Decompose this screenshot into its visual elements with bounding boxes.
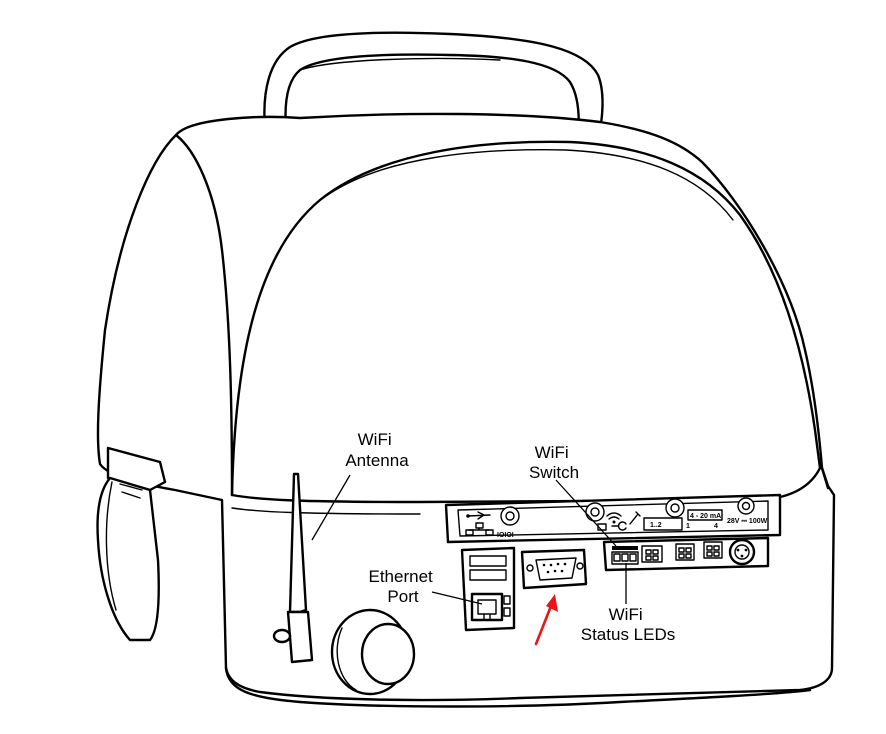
- arrow-icon: [597, 521, 627, 531]
- power-marking: 28V ⎓ 100W: [727, 518, 768, 525]
- channel-marking: 1..2: [650, 522, 662, 529]
- network-icon: [465, 522, 494, 536]
- wifi-antenna-part: [272, 472, 314, 664]
- channel-4-marking: 4: [714, 523, 718, 530]
- antenna-leader: [311, 474, 351, 541]
- ethernet-port-part: [460, 546, 516, 632]
- connector-panel: IOIOI 4 - 20 mA 1..2 1 4 28V ⎓ 100W: [444, 493, 782, 544]
- current-range-marking: 4 - 20 mA: [690, 513, 721, 520]
- wifi-switch-label: WiFi Switch: [529, 443, 579, 482]
- wifi-icon: [606, 512, 622, 524]
- ethernet-port-label: Ethernet Port: [369, 567, 438, 606]
- wifi-status-leds-label: WiFi Status LEDs: [581, 605, 676, 644]
- ethernet-leader: [431, 591, 483, 605]
- wifi-antenna-label: WiFi Antenna: [345, 430, 409, 470]
- wrench-icon: [629, 511, 641, 525]
- usb-icon: [466, 511, 491, 520]
- round-knob: [330, 608, 416, 696]
- io-connectors: [602, 536, 770, 572]
- serial-marking: IOIOI: [497, 532, 514, 539]
- red-arrow: [534, 594, 558, 646]
- channel-1-marking: 1: [686, 523, 690, 530]
- serial-port-part: [520, 548, 588, 590]
- side-latch: [96, 446, 167, 642]
- switch-leader: [555, 479, 617, 547]
